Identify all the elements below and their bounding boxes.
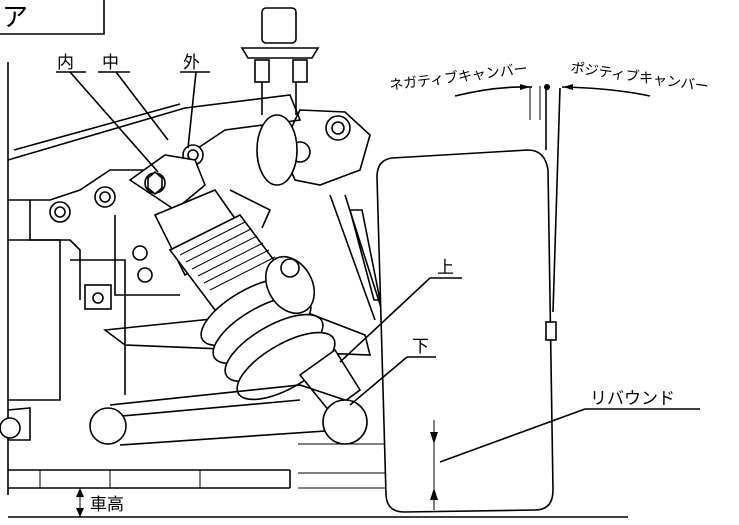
label-negative-camber: ネガティブキャンバー [388,60,528,94]
corner-label: ア [2,3,28,33]
label-rebound: リバウンド [590,389,675,409]
tire [348,149,557,513]
chassis-frame [7,62,302,495]
camber-indicator [454,84,651,313]
corner-label-box: ア [0,0,105,35]
lower-arm [0,384,368,446]
label-positive-camber: ポジティブキャンバー [569,59,709,95]
label-ride-height: 車高 [90,495,124,515]
label-middle: 中 [102,53,119,73]
ground-base [8,443,628,518]
label-lower: 下 [412,337,429,357]
label-leaders [56,71,700,517]
label-upper: 上 [437,258,454,278]
shock-absorber [128,154,362,414]
label-inner: 内 [57,53,74,73]
top-mount [240,7,320,186]
label-outer: 外 [183,53,200,73]
